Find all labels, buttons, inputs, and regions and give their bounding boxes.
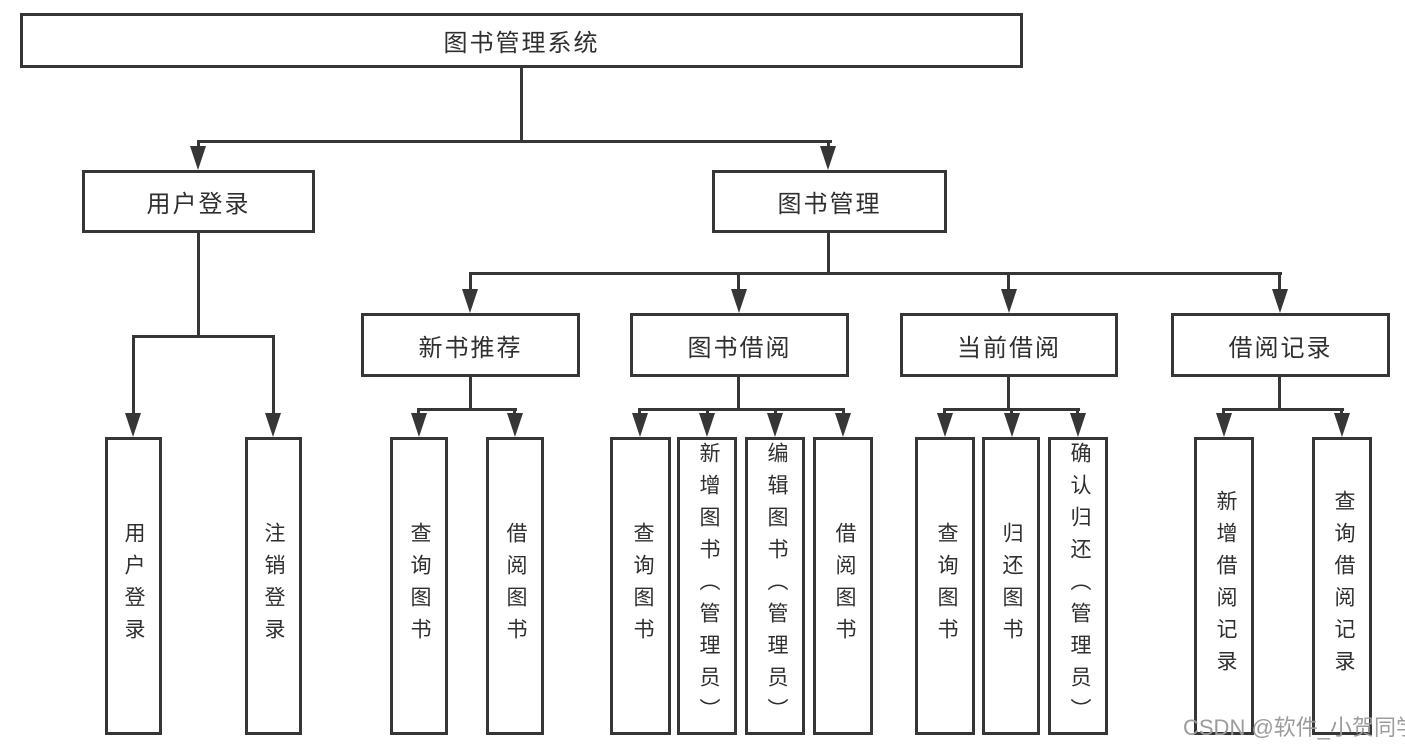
arrowhead-down-icon [1001, 289, 1017, 313]
leaf-confirm-return-admin: 确认归还（管理员） [1048, 437, 1108, 735]
node-new-book-recommend: 新书推荐 [361, 313, 580, 377]
connector [1007, 272, 1010, 291]
leaf-add-borrow-record: 新增借阅记录 [1194, 437, 1254, 735]
csdn-watermark: CSDN @软件_小贺同学 [1183, 715, 1405, 740]
connector [1007, 377, 1010, 411]
connector [827, 233, 830, 275]
connector [197, 233, 200, 338]
connector [1340, 408, 1343, 416]
connector [132, 335, 135, 415]
node-book-borrow: 图书借阅 [630, 313, 849, 377]
arrowhead-down-icon [835, 413, 851, 437]
leaf-borrow-books-recommend: 借阅图书 [486, 437, 544, 735]
connector [737, 377, 740, 411]
connector [1223, 408, 1344, 411]
connector [638, 408, 845, 411]
arrowhead-down-icon [632, 413, 648, 437]
connector [1010, 408, 1013, 416]
connector [737, 272, 740, 291]
arrowhead-down-icon [1216, 413, 1232, 437]
connector [774, 408, 777, 416]
node-borrow-records: 借阅记录 [1171, 313, 1390, 377]
connector [418, 408, 517, 411]
connector [1278, 377, 1281, 411]
connector [706, 408, 709, 416]
leaf-query-books-current: 查询图书 [915, 437, 975, 735]
connector [272, 335, 275, 415]
leaf-return-books: 归还图书 [982, 437, 1040, 735]
arrowhead-down-icon [265, 413, 281, 437]
connector [1076, 408, 1079, 416]
arrowhead-down-icon [411, 413, 427, 437]
arrowhead-down-icon [1272, 289, 1288, 313]
node-root-library-system: 图书管理系统 [20, 13, 1023, 68]
leaf-query-books-recommend: 查询图书 [390, 437, 448, 735]
arrowhead-down-icon [125, 413, 141, 437]
arrowhead-down-icon [1004, 413, 1020, 437]
arrowhead-down-icon [820, 146, 836, 170]
node-current-borrow: 当前借阅 [900, 313, 1118, 377]
connector [469, 272, 472, 291]
connector [520, 68, 523, 143]
connector [1278, 272, 1281, 291]
node-book-management: 图书管理 [712, 170, 947, 233]
connector [417, 408, 420, 416]
leaf-logout: 注销登录 [245, 437, 302, 735]
node-user-login: 用户登录 [82, 170, 315, 233]
connector [943, 408, 946, 416]
connector [132, 335, 275, 338]
connector [638, 408, 641, 416]
arrowhead-down-icon [1070, 413, 1086, 437]
leaf-user-login: 用户登录 [105, 437, 162, 735]
connector [1222, 408, 1225, 416]
connector [842, 408, 845, 416]
leaf-query-borrow-record: 查询借阅记录 [1312, 437, 1372, 735]
arrowhead-down-icon [937, 413, 953, 437]
arrowhead-down-icon [507, 413, 523, 437]
leaf-query-books-borrow: 查询图书 [610, 437, 671, 735]
arrowhead-down-icon [462, 289, 478, 313]
arrowhead-down-icon [767, 413, 783, 437]
connector [513, 408, 516, 416]
arrowhead-down-icon [1334, 413, 1350, 437]
leaf-add-books-admin: 新增图书（管理员） [677, 437, 737, 735]
leaf-edit-books-admin: 编辑图书（管理员） [745, 437, 805, 735]
connector [197, 140, 832, 143]
arrowhead-down-icon [731, 289, 747, 313]
arrowhead-down-icon [190, 146, 206, 170]
leaf-borrow-books: 借阅图书 [813, 437, 873, 735]
arrowhead-down-icon [699, 413, 715, 437]
connector [469, 377, 472, 411]
connector [827, 140, 830, 150]
connector [469, 272, 1282, 275]
connector [197, 140, 200, 150]
